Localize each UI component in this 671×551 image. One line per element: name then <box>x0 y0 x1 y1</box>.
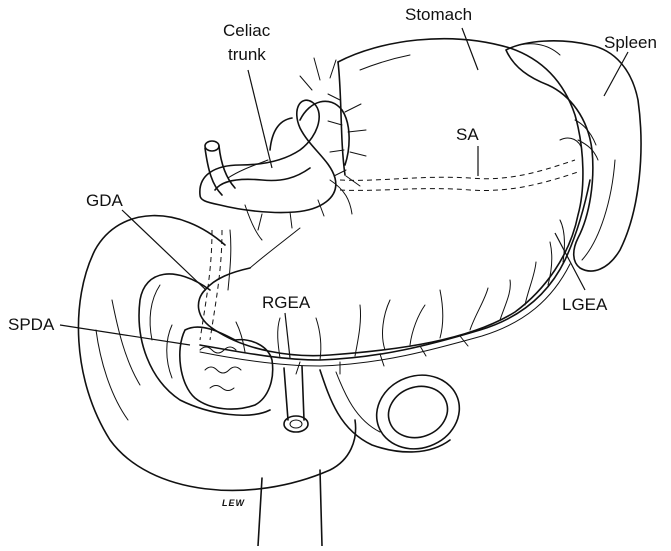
spleen <box>505 40 642 272</box>
lgea-leader <box>554 232 586 291</box>
labels: Celiac trunk Stomach Spleen SA GDA SPDA … <box>8 5 657 508</box>
gda-leader <box>121 209 207 291</box>
celiac-leader <box>247 69 273 169</box>
label-sa: SA <box>456 125 479 144</box>
leader-lines <box>59 27 629 359</box>
spda-leader <box>59 324 191 346</box>
colon-segment <box>319 369 461 453</box>
mesenteric-vessel <box>283 365 309 433</box>
label-celiac-trunk-line1: Celiac <box>223 21 271 40</box>
label-spda: SPDA <box>8 315 55 334</box>
spleen-leader <box>603 51 629 97</box>
rgea-leader <box>284 312 291 359</box>
artist-signature: LEW <box>222 498 246 508</box>
duodenum <box>77 214 357 492</box>
splenic-artery <box>339 137 583 191</box>
label-lgea: LGEA <box>562 295 608 314</box>
label-celiac-trunk-line2: trunk <box>228 45 266 64</box>
label-spleen: Spleen <box>604 33 657 52</box>
gastroduodenal-artery <box>199 229 223 341</box>
gastroepiploic-arcade <box>199 179 591 375</box>
label-gda: GDA <box>86 191 124 210</box>
aorta <box>257 469 323 547</box>
label-stomach: Stomach <box>405 5 472 24</box>
label-rgea: RGEA <box>262 293 311 312</box>
stomach-leader <box>461 27 479 71</box>
celiac-trunk <box>199 57 367 241</box>
pancreas-head <box>166 324 274 410</box>
